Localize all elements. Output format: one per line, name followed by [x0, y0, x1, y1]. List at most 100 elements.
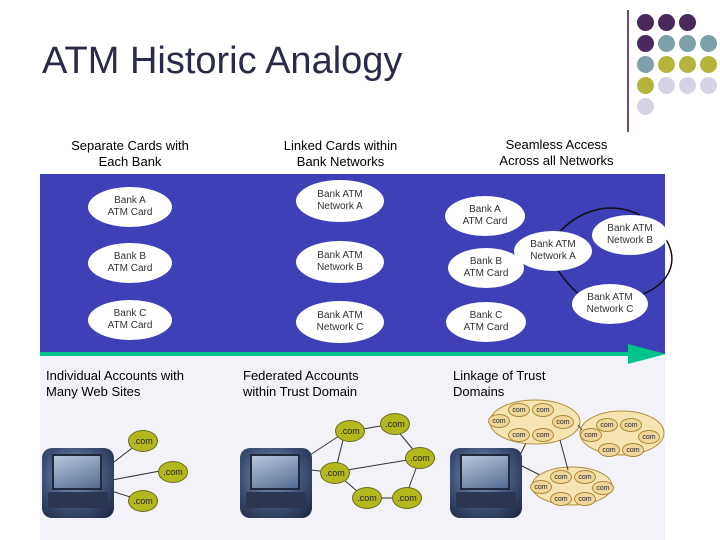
deco-dot	[658, 35, 675, 52]
laptop-image-federated	[240, 448, 312, 518]
label-line: Domains	[453, 384, 505, 399]
com-small-node: com	[530, 480, 552, 494]
heading-line: Across all Networks	[499, 153, 614, 168]
individual-accounts-label: Individual Accounts with Many Web Sites	[46, 368, 236, 400]
oval-label: Network A	[530, 251, 576, 262]
deco-dot	[679, 35, 696, 52]
heading-line: Separate Cards with	[71, 138, 189, 153]
heading-line: Linked Cards within	[283, 138, 398, 153]
deco-dot	[658, 14, 675, 31]
deco-dot	[658, 77, 675, 94]
deco-dot	[679, 14, 696, 31]
deco-dot	[700, 35, 717, 52]
federated-accounts-label: Federated Accounts within Trust Domain	[243, 368, 413, 400]
oval-label: Bank B	[113, 251, 147, 262]
label-line: Linkage of Trust	[453, 368, 546, 383]
column-heading-linked-cards: Linked Cards within Bank Networks	[258, 138, 423, 170]
oval-label: Network B	[316, 262, 364, 273]
label-line: Federated Accounts	[243, 368, 359, 383]
com-site-node: .com	[380, 413, 410, 435]
laptop-image-linkage	[450, 448, 522, 518]
com-small-node: com	[574, 470, 596, 484]
deco-dot	[679, 77, 696, 94]
heading-line: Bank Networks	[296, 154, 385, 169]
com-small-node: com	[574, 492, 596, 506]
com-small-node: com	[638, 430, 660, 444]
oval-label: ATM Card	[463, 268, 509, 279]
com-site-node: .com	[352, 487, 382, 509]
com-small-node: com	[552, 415, 574, 429]
com-small-node: com	[550, 470, 572, 484]
oval-label: Bank A	[469, 204, 501, 215]
com-small-node: com	[620, 418, 642, 432]
com-small-node: com	[508, 428, 530, 442]
oval-label: Network A	[317, 201, 363, 212]
com-small-node: com	[598, 443, 620, 457]
deco-dot	[637, 14, 654, 31]
com-site-node: .com	[392, 487, 422, 509]
com-small-node: com	[622, 443, 644, 457]
column-heading-seamless-access: Seamless Access Across all Networks	[474, 137, 639, 169]
oval-label: ATM Card	[462, 216, 508, 227]
heading-line: Each Bank	[98, 154, 162, 169]
com-site-node: .com	[335, 420, 365, 442]
timeline-arrow	[40, 344, 666, 364]
oval-label: ATM Card	[107, 263, 153, 274]
com-site-node: .com	[158, 461, 188, 483]
heading-line: Seamless Access	[505, 137, 608, 152]
com-site-node: .com	[405, 447, 435, 469]
com-small-node: com	[532, 403, 554, 417]
laptop-image-individual	[42, 448, 114, 518]
oval-label: Bank C	[113, 308, 147, 319]
com-small-node: com	[592, 481, 614, 495]
slide-title: ATM Historic Analogy	[42, 40, 403, 82]
oval-label: Network B	[606, 235, 654, 246]
com-small-node: com	[550, 492, 572, 506]
oval-label: Bank ATM	[587, 292, 633, 303]
com-small-node: com	[596, 418, 618, 432]
label-line: Many Web Sites	[46, 384, 141, 399]
com-small-node: com	[532, 428, 554, 442]
decorative-divider	[627, 10, 629, 132]
com-site-node: .com	[128, 490, 158, 512]
oval-label: Bank ATM	[317, 250, 363, 261]
deco-dot	[637, 98, 654, 115]
oval-label: ATM Card	[107, 207, 153, 218]
linkage-trust-domains-label: Linkage of Trust Domains	[453, 368, 583, 400]
oval-label: Bank A	[114, 195, 146, 206]
label-line: Individual Accounts with	[46, 368, 185, 383]
deco-dot	[700, 56, 717, 73]
com-small-node: com	[488, 414, 510, 428]
deco-dot	[700, 77, 717, 94]
deco-dot	[637, 56, 654, 73]
com-small-node: com	[508, 403, 530, 417]
oval-label: Bank B	[469, 256, 503, 267]
oval-label: Bank ATM	[607, 223, 653, 234]
label-line: within Trust Domain	[243, 384, 358, 399]
com-site-node: .com	[128, 430, 158, 452]
oval-label: ATM Card	[107, 320, 153, 331]
deco-dot	[658, 56, 675, 73]
oval-label: Bank ATM	[530, 239, 576, 250]
oval-label: Bank ATM	[317, 310, 363, 321]
decorative-dot-grid	[637, 14, 717, 115]
deco-dot	[637, 35, 654, 52]
oval-label: ATM Card	[463, 322, 509, 333]
deco-dot	[679, 56, 696, 73]
oval-label: Network C	[316, 322, 364, 333]
oval-label: Bank C	[469, 310, 503, 321]
deco-dot	[637, 77, 654, 94]
com-small-node: com	[580, 428, 602, 442]
oval-label: Network C	[586, 304, 634, 315]
